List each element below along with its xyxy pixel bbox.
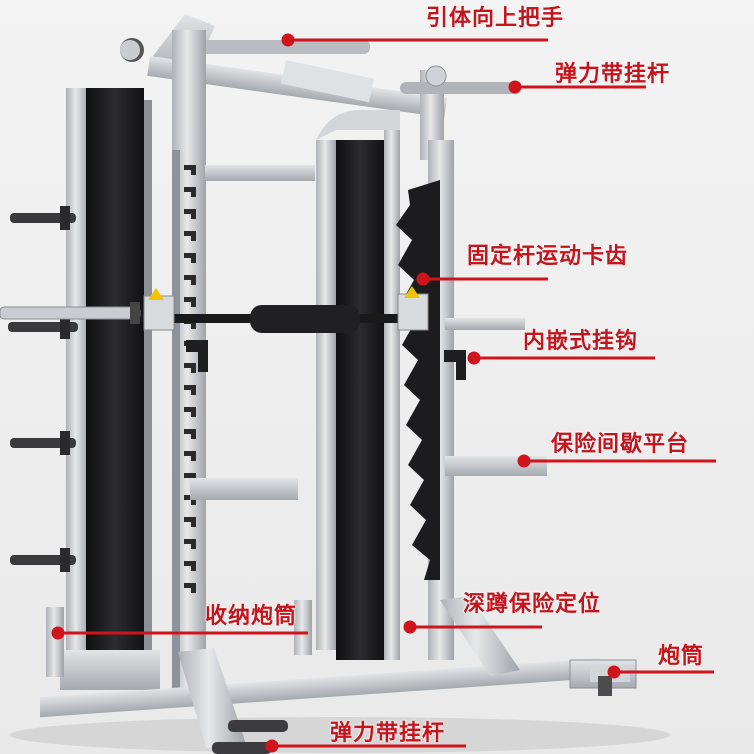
- floor-shadow: [10, 717, 670, 753]
- storage-sleeve-posts: [46, 600, 312, 677]
- cross-beams: [190, 165, 547, 500]
- j-hole: [184, 187, 196, 197]
- label-pullup-handle: 引体向上把手: [426, 6, 565, 31]
- j-hooks: [186, 340, 466, 380]
- j-hole: [184, 429, 196, 439]
- upright-j-holes: [184, 165, 196, 593]
- j-hole: [184, 231, 196, 241]
- j-hole: [184, 165, 196, 175]
- label-band-peg-bottom: 弹力带挂杆: [330, 721, 446, 746]
- callout-lines: [51, 33, 716, 753]
- label-band-peg-top: 弹力带挂杆: [555, 62, 671, 87]
- smith-bar: [0, 286, 429, 333]
- label-smith-catch-teeth: 固定杆运动卡齿: [467, 244, 629, 269]
- label-landmine-sleeve: 炮筒: [658, 644, 705, 669]
- j-hole: [184, 209, 196, 219]
- right-front-upright: [396, 140, 454, 660]
- label-built-in-hook: 内嵌式挂钩: [523, 329, 639, 354]
- j-hole: [184, 517, 196, 527]
- right-weight-stack: [316, 110, 400, 660]
- left-weight-stack: [60, 88, 160, 690]
- j-hole: [184, 583, 196, 593]
- label-storage-sleeve: 收纳炮筒: [205, 604, 298, 629]
- j-hole: [184, 275, 196, 285]
- j-hole: [184, 385, 196, 395]
- j-hole: [184, 539, 196, 549]
- j-hole: [184, 253, 196, 263]
- j-hole: [184, 297, 196, 307]
- left-weight-pegs: [8, 206, 78, 572]
- j-hole: [184, 407, 196, 417]
- label-deep-squat-safety: 深蹲保险定位: [463, 592, 602, 617]
- j-hole: [184, 363, 196, 373]
- j-hole: [184, 451, 196, 461]
- j-hole: [184, 561, 196, 571]
- label-safety-spotter-platform: 保险间歇平台: [551, 432, 690, 457]
